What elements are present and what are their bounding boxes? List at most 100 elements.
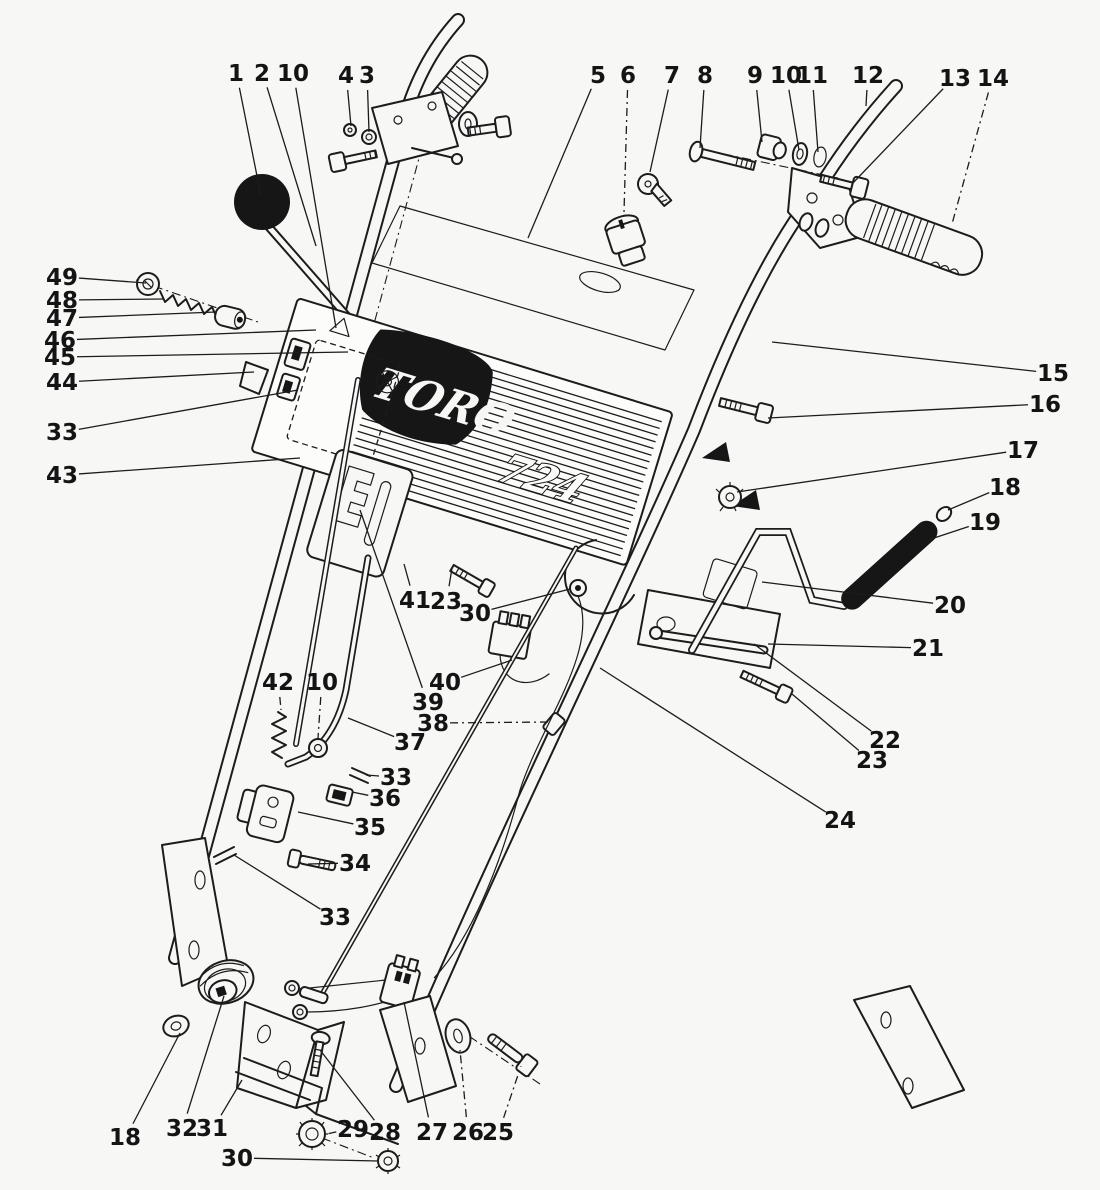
leader-line-24-24	[599, 667, 826, 813]
callout-number-46-28: 46	[44, 328, 76, 354]
leader-line-30-35	[491, 588, 571, 610]
callout-number-9-9: 9	[747, 63, 763, 89]
leader-line-4-3	[347, 89, 352, 127]
callout-number-6-6: 6	[620, 63, 636, 89]
callout-number-20-20: 20	[934, 593, 966, 619]
crank-rod-21	[649, 626, 769, 655]
callout-number-33-31: 33	[46, 420, 78, 446]
callout-number-31-49: 31	[196, 1116, 228, 1142]
leader-line-36-43	[351, 791, 369, 796]
callout-number-45-29: 45	[44, 345, 76, 371]
bracket-31	[236, 1001, 345, 1109]
control-cable	[319, 545, 579, 997]
callout-number-29-51: 29	[337, 1117, 369, 1143]
channel-bracket	[235, 1057, 399, 1145]
callout-number-8-8: 8	[697, 63, 713, 89]
leader-line-29-51	[326, 1131, 337, 1135]
leader-line-13-13	[851, 88, 944, 185]
callout-number-4-3: 4	[338, 63, 354, 89]
callout-number-30-50: 30	[221, 1146, 253, 1172]
leader-line-30-50	[253, 1157, 379, 1162]
callout-number-12-12: 12	[852, 63, 884, 89]
leader-line-7-7	[649, 89, 669, 173]
hex-bolt-13	[819, 173, 870, 200]
leader-line-5-5	[527, 88, 592, 239]
washer-26	[444, 1018, 472, 1054]
leader-line-11-11	[812, 89, 819, 153]
washer-10-top	[791, 142, 809, 166]
callout-number-28-52: 28	[369, 1120, 401, 1146]
bushing-32	[197, 959, 255, 1005]
leader-line-31-49	[220, 1079, 243, 1116]
grip-bolt	[466, 115, 512, 139]
callout-number-7-7: 7	[664, 63, 680, 89]
callout-number-48-26: 48	[46, 288, 78, 314]
leader-line-10-41	[317, 696, 322, 739]
leader-line-28-52	[319, 1049, 375, 1121]
shoulder-screw-49	[136, 272, 160, 296]
callout-number-10-41: 10	[306, 670, 338, 696]
callout-number-32-48: 32	[166, 1116, 198, 1142]
leader-line-19-19	[927, 525, 969, 541]
callout-number-33-46: 33	[319, 905, 351, 931]
dash-top-plate	[371, 205, 695, 351]
handle-mount-plate	[371, 91, 459, 165]
callout-number-44-30: 44	[46, 370, 78, 396]
leader-line-17-17	[736, 451, 1007, 493]
callout-number-23-23: 23	[856, 748, 888, 774]
lock-nut-9	[756, 133, 787, 162]
crank-handle	[688, 506, 953, 654]
leader-line-20-20	[761, 581, 934, 604]
callout-number-13-13: 13	[939, 66, 971, 92]
callout-number-14-14: 14	[977, 66, 1009, 92]
leader-line-43-32	[78, 457, 301, 475]
callout-number-47-27: 47	[46, 306, 78, 332]
flange-nut-17	[715, 482, 746, 512]
wire-harness	[284, 595, 584, 1020]
leader-line-48-26	[78, 298, 164, 301]
panel-corner-tab	[239, 361, 269, 395]
key-switch	[604, 214, 646, 267]
callout-number-18-18: 18	[989, 475, 1021, 501]
leader-line-22-22	[753, 643, 872, 732]
crank-grip-19	[841, 520, 938, 610]
bracket-bolt-23	[739, 669, 794, 704]
pivot-washers-small	[798, 212, 830, 238]
callout-number-11-11: 11	[796, 63, 828, 89]
leader-line-25-55	[502, 1065, 522, 1119]
leader-line-46-28	[76, 329, 317, 341]
cable-clip-30	[569, 579, 587, 597]
callout-number-2-1: 2	[254, 61, 270, 87]
leader-line-14-14	[951, 92, 990, 225]
leader-line-15-15	[771, 341, 1037, 373]
leader-line-42-40	[279, 696, 282, 711]
frame-bolt-16	[718, 397, 774, 424]
washer-3	[361, 129, 377, 145]
interlock-switch-27	[379, 954, 421, 1010]
bolt-34	[286, 848, 337, 872]
leader-line-41-33	[403, 563, 411, 586]
insert-arrows	[702, 442, 760, 510]
callout-number-37-39: 37	[394, 730, 426, 756]
callout-number-22-22: 22	[869, 728, 901, 754]
leader-line-16-16	[767, 404, 1029, 419]
leader-line-33-46	[233, 854, 321, 910]
bolt-25	[487, 1033, 539, 1078]
leader-line-6-6	[623, 89, 629, 213]
selector-rod-37	[284, 554, 372, 768]
right-hand-grip	[844, 198, 984, 276]
leader-line-3-4	[366, 89, 370, 133]
leader-line-8-8	[699, 89, 705, 149]
callout-number-27-53: 27	[416, 1120, 448, 1146]
control-panel: TORO 724	[251, 297, 673, 566]
leader-line-49-25	[78, 277, 147, 284]
leader-line-34-45	[307, 862, 339, 865]
callout-number-15-15: 15	[1037, 361, 1069, 387]
callout-number-30-35: 30	[459, 601, 491, 627]
shift-rod	[293, 377, 361, 747]
callout-number-42-40: 42	[262, 670, 294, 696]
callout-number-16-16: 16	[1029, 392, 1061, 418]
leader-line-47-27	[78, 311, 217, 319]
